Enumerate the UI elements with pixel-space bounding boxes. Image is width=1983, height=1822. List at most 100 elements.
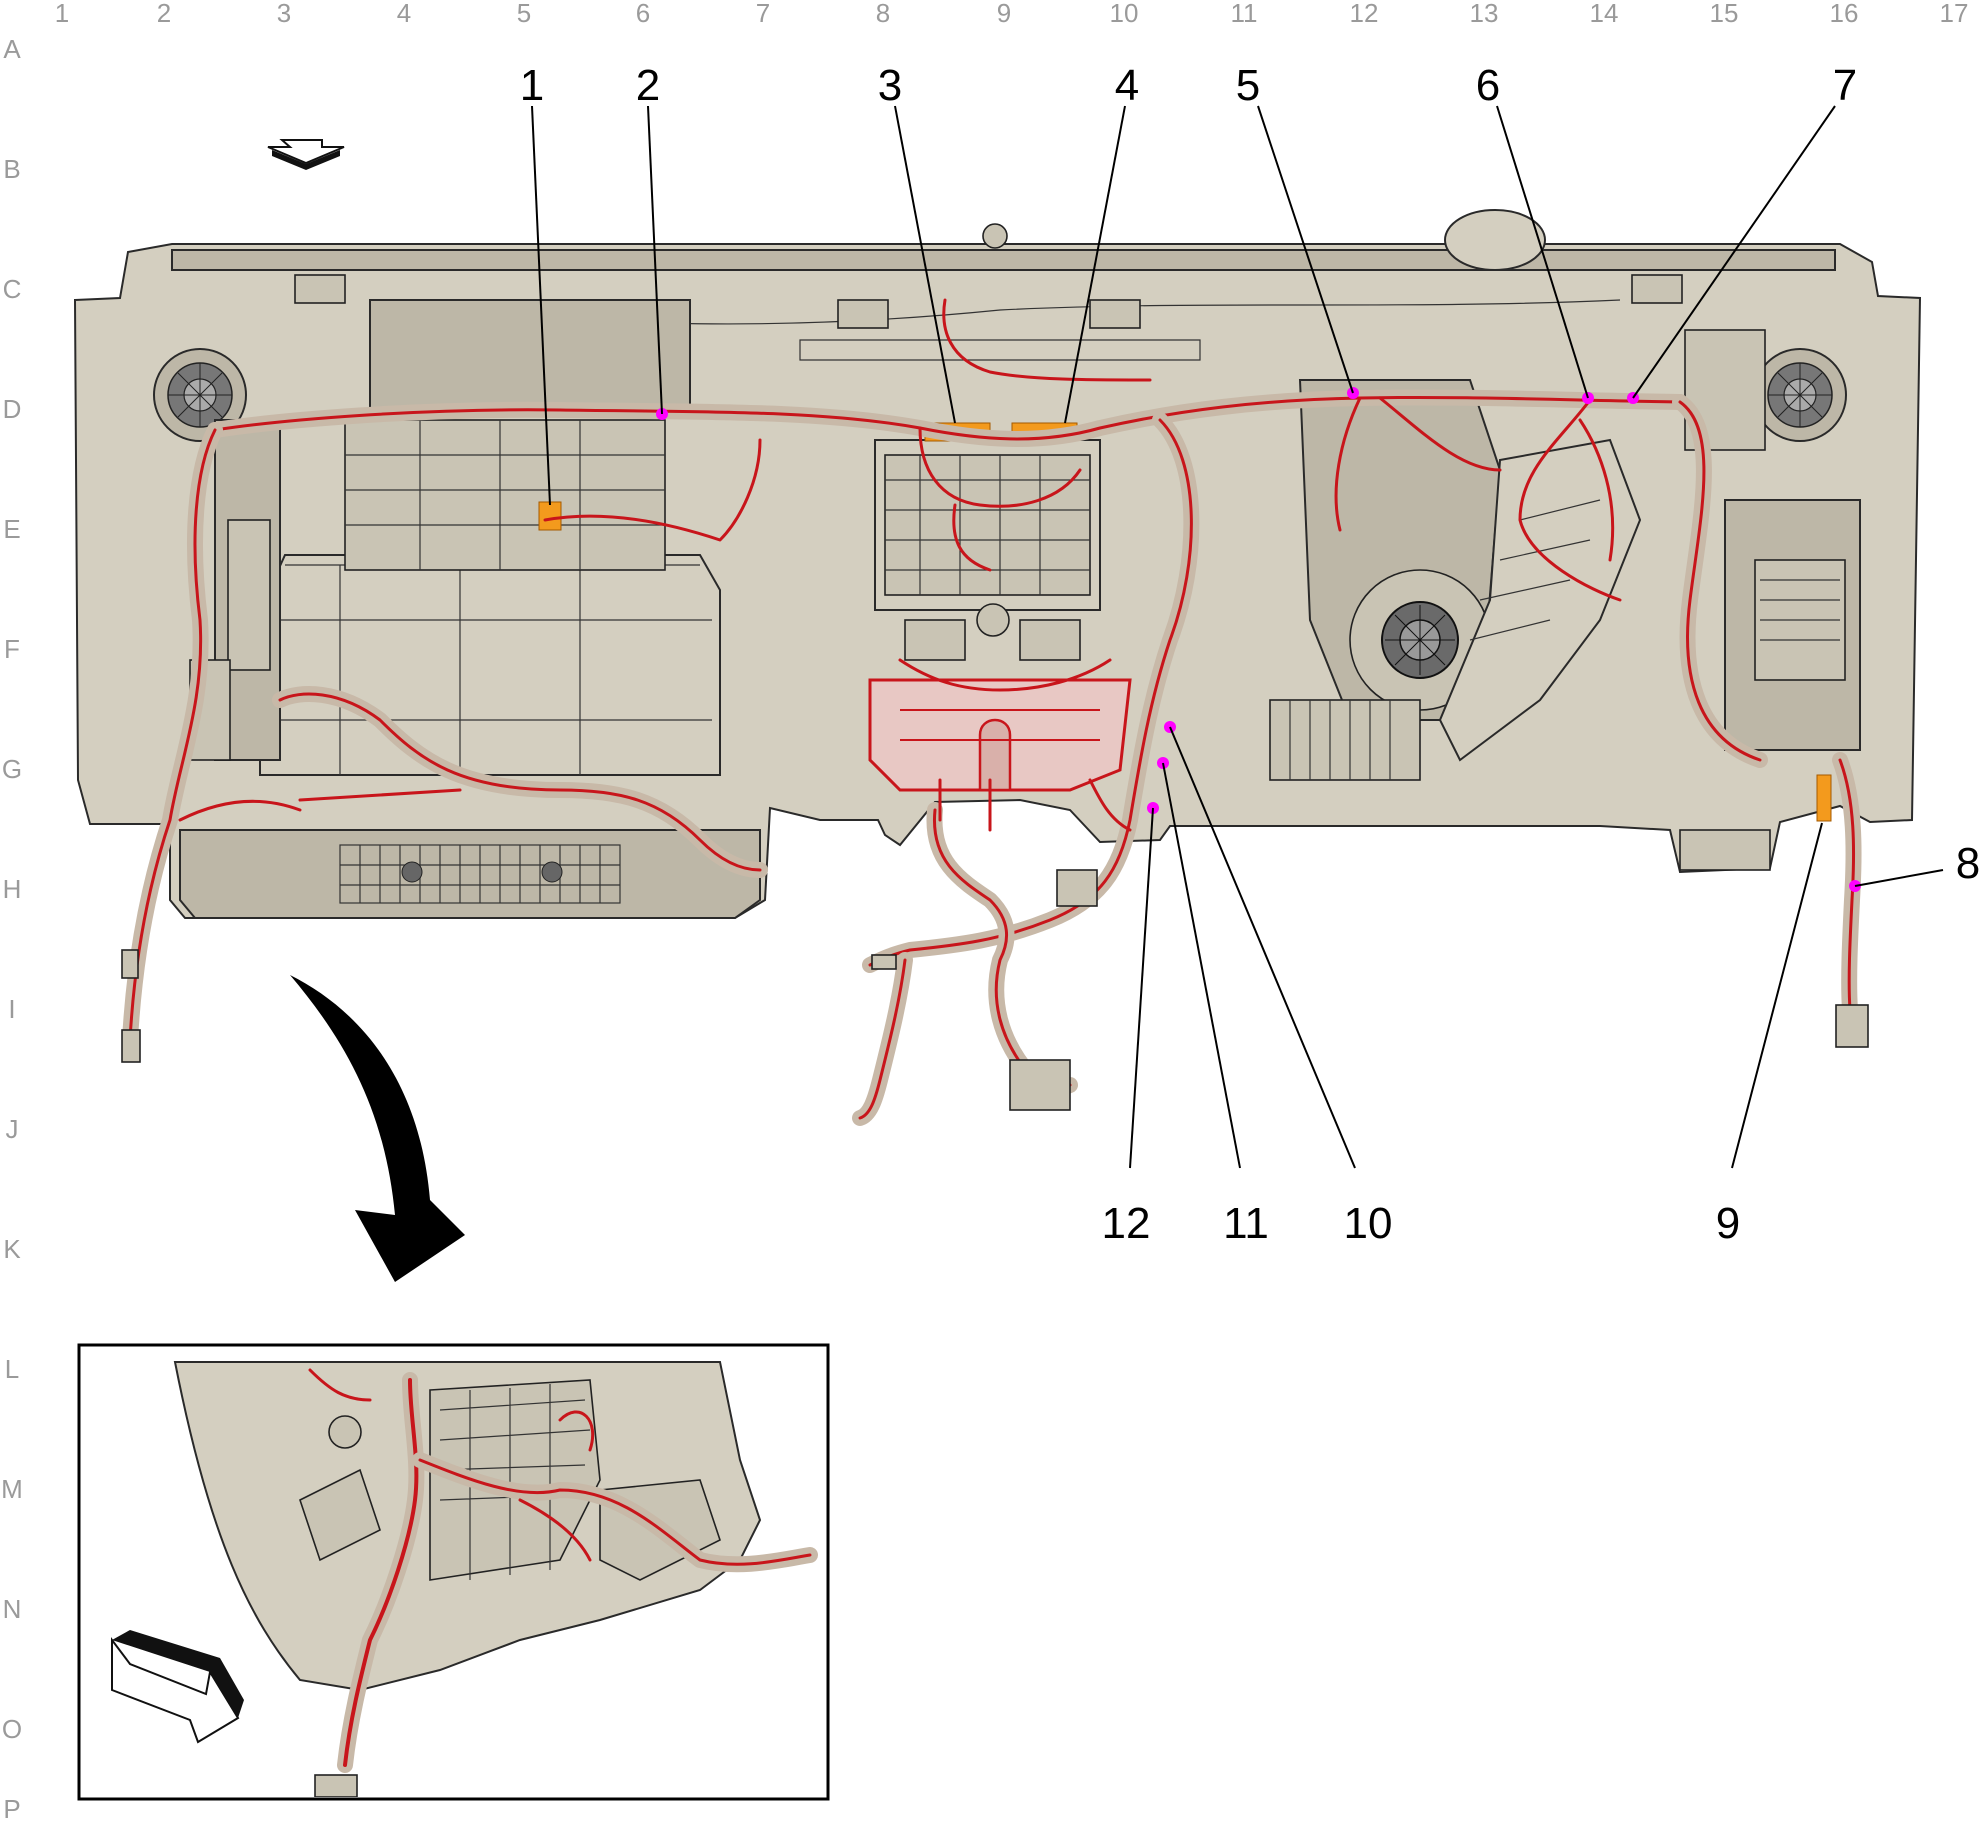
grid-row-D: D: [3, 394, 22, 424]
grid-col-13: 13: [1470, 0, 1499, 28]
grid-col-2: 2: [157, 0, 171, 28]
grid-col-14: 14: [1590, 0, 1619, 28]
leader-12: [1129, 807, 1154, 1169]
grid-row-N: N: [3, 1594, 22, 1624]
harness-upper-defrost-wire: [942, 298, 1152, 382]
grid-row-H: H: [3, 874, 22, 904]
mounting-clips: [294, 223, 1683, 329]
center-stack: [874, 439, 1101, 661]
leader-5: [1257, 105, 1354, 394]
callout-6: 6: [1476, 61, 1500, 110]
grid-row-G: G: [2, 754, 22, 784]
grid-col-17: 17: [1940, 0, 1969, 28]
callout-2: 2: [636, 61, 660, 110]
connector-right-end: [1835, 1004, 1869, 1048]
grid-col-5: 5: [517, 0, 531, 28]
connector-center-left: [871, 954, 897, 970]
harness-floor-pigtail-right: [852, 952, 913, 1126]
end-connectors: [121, 869, 1869, 1111]
callout-4: 4: [1115, 61, 1139, 110]
grid-column-labels: 1 2 3 4 5 6 7 8 9 10 11 12 13 14 15 16 1…: [55, 0, 1969, 28]
grid-row-F: F: [4, 634, 20, 664]
callout-9: 9: [1716, 1199, 1740, 1248]
inset-harness-branch-wire: [418, 1458, 812, 1566]
right-lower-relay-block: [1269, 699, 1421, 781]
grid-col-12: 12: [1350, 0, 1379, 28]
upper-left-module: [344, 299, 691, 571]
harness-hvac-loop: [1334, 396, 1622, 602]
left-air-vent: [153, 348, 247, 442]
grid-row-I: I: [8, 994, 15, 1024]
right-side-module: [1684, 329, 1861, 751]
defroster-vent-inner: [799, 339, 1201, 361]
grid-col-8: 8: [876, 0, 890, 28]
grid-col-6: 6: [636, 0, 650, 28]
connector-left-end: [121, 1029, 141, 1063]
harness-lower-left-wire: [178, 788, 462, 822]
leader-3: [894, 105, 956, 424]
leader-4: [1064, 105, 1126, 424]
connector-left-mid: [121, 949, 139, 979]
grid-row-E: E: [3, 514, 20, 544]
inset-harness-wire: [343, 1378, 419, 1767]
right-lower-bracket: [1679, 829, 1771, 871]
harness-glovebox-branch-wire: [278, 692, 762, 872]
harness-main-trunk-wire: [213, 395, 1682, 441]
grid-row-B: B: [3, 154, 20, 184]
grid-row-labels: A B C D E F G H I J K L M N O P: [1, 34, 23, 1822]
harness-right-drop-wire: [1838, 758, 1856, 1012]
grid-col-1: 1: [55, 0, 69, 28]
inset-bracket: [299, 1468, 381, 1562]
lower-left-panel: [179, 829, 761, 919]
right-air-vent: [1753, 348, 1847, 442]
callout-8: 8: [1956, 839, 1980, 888]
callout-7: 7: [1833, 61, 1857, 110]
center-console-bracket: [868, 678, 1132, 792]
grid-row-A: A: [3, 34, 21, 64]
inset-detail-view: [77, 1343, 830, 1801]
grid-row-L: L: [5, 1354, 19, 1384]
inset-module: [429, 1379, 601, 1581]
inset-bolt: [328, 1415, 362, 1449]
leader-10: [1169, 726, 1356, 1169]
callout-3: 3: [878, 61, 902, 110]
callout-10: 10: [1344, 1199, 1393, 1248]
leader-7: [1632, 105, 1836, 399]
connector-9-highlight: [1816, 774, 1832, 822]
grid-col-9: 9: [997, 0, 1011, 28]
leader-2: [647, 105, 663, 415]
harness-right-branch-wire: [1678, 400, 1762, 762]
grid-col-16: 16: [1830, 0, 1859, 28]
leader-8: [1854, 869, 1944, 887]
harness-floor-pigtail-right-wire: [858, 958, 907, 1120]
instrument-panel: [73, 209, 1922, 919]
grid-col-11: 11: [1231, 0, 1258, 28]
grid-col-7: 7: [756, 0, 770, 28]
left-side-bracket: [189, 419, 281, 761]
curved-arrow-icon: [290, 975, 465, 1282]
grid-row-K: K: [3, 1234, 21, 1264]
grid-col-4: 4: [397, 0, 411, 28]
harness-connector1-branch: [543, 438, 762, 542]
panel-top-ridge: [171, 249, 1836, 271]
connector-floor-2: [1056, 869, 1098, 907]
leader-1: [531, 105, 551, 506]
grid-row-O: O: [2, 1714, 22, 1744]
leader-6: [1496, 105, 1589, 399]
connector-1-highlight: [538, 501, 562, 531]
glove-box: [259, 544, 721, 776]
inset-harness-small: [308, 1368, 595, 1562]
callout-numbers: 1 2 3 4 5 6 7 8 9 10 11 12: [520, 61, 1980, 1248]
defroster-hump: [1444, 209, 1546, 271]
callout-5: 5: [1236, 61, 1260, 110]
harness-console-wires: [898, 658, 1132, 832]
connector-floor-1: [1009, 1059, 1071, 1111]
leader-lines: [531, 105, 1944, 1169]
leader-11: [1162, 762, 1241, 1169]
grid-row-J: J: [6, 1114, 19, 1144]
harness-center-radio-wires: [918, 426, 1082, 572]
callout-1: 1: [520, 61, 544, 110]
callout-12: 12: [1102, 1199, 1151, 1248]
grid-row-C: C: [3, 274, 22, 304]
